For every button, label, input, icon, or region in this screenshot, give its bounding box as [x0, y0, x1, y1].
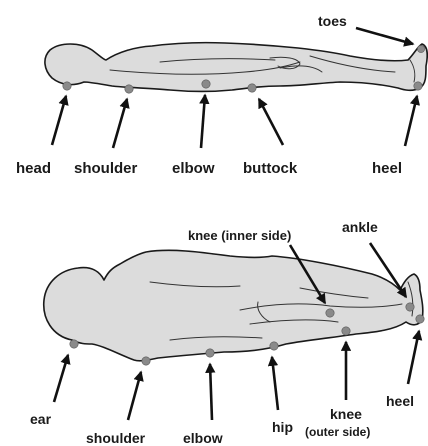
arrow-shoulder [113, 99, 127, 148]
arrow-elbow [201, 95, 205, 148]
pressure-point-heel [414, 82, 422, 90]
pressure-point-shoulder [125, 85, 133, 93]
pressure-point-toes [417, 45, 424, 52]
side-figure [44, 250, 424, 365]
label-knee: knee [330, 406, 362, 422]
arrow-head [52, 96, 66, 145]
label-shoulder: shoulder [74, 160, 138, 177]
label-head: head [16, 160, 51, 177]
label-ear: ear [30, 411, 52, 427]
pressure-point-knee-outer [342, 327, 350, 335]
arrow-hip [272, 357, 278, 410]
label-hip: hip [272, 419, 293, 435]
arrow-heel [408, 331, 419, 384]
pressure-point-shoulder [142, 357, 150, 365]
label-elbow: elbow [172, 160, 215, 177]
label-heel: heel [372, 160, 402, 177]
pressure-point-knee-inner [326, 309, 334, 317]
supine-body-outline [45, 43, 427, 92]
label-ankle: ankle [342, 219, 378, 235]
label-shoulder: shoulder [86, 430, 146, 446]
arrow-elbow [210, 364, 212, 420]
pressure-point-heel [416, 315, 424, 323]
arrow-toes [356, 28, 413, 44]
arrow-heel [405, 96, 417, 146]
side-body-outline [44, 250, 423, 360]
pressure-point-ear [70, 340, 78, 348]
pressure-point-elbow [202, 80, 210, 88]
arrow-ear [54, 355, 68, 402]
label-buttock: buttock [243, 160, 298, 177]
label-heel: heel [386, 393, 414, 409]
label-knee-inner-side: knee (inner side) [188, 228, 291, 243]
pressure-point-ankle [406, 303, 414, 311]
arrow-shoulder [128, 372, 141, 420]
supine-figure [45, 43, 427, 94]
label-elbow: elbow [183, 430, 223, 446]
pressure-point-hip [270, 342, 278, 350]
pressure-point-elbow [206, 349, 214, 357]
pressure-point-head [63, 82, 71, 90]
label-toes: toes [318, 13, 347, 29]
pressure-point-buttock [248, 84, 256, 92]
arrow-buttock [259, 99, 283, 145]
label-knee-outer-side: (outer side) [305, 425, 370, 439]
